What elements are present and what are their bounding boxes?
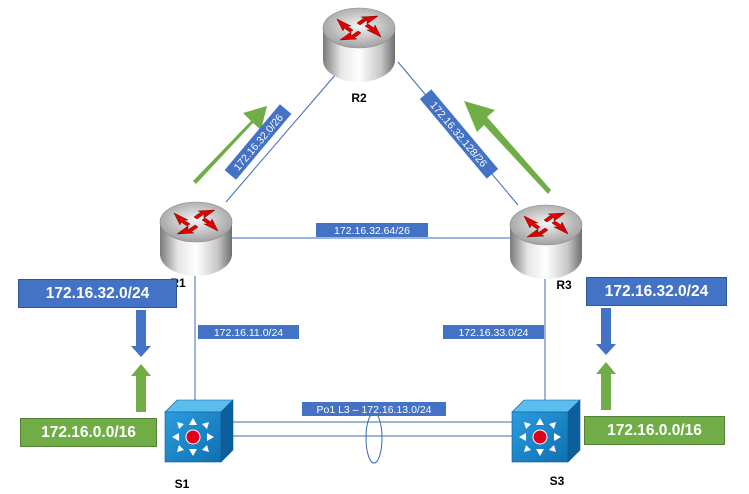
- arrow-down-right: [596, 308, 616, 355]
- router-r3-icon[interactable]: [509, 204, 583, 279]
- arrow-r1-to-r2: [193, 106, 267, 184]
- router-r2-label: R2: [351, 91, 367, 105]
- subnet-label-r3-s3: 172.16.33.0/24: [443, 325, 544, 339]
- subnet-text-r1-s1: 172.16.11.0/24: [214, 327, 283, 339]
- switch-s3-icon[interactable]: [511, 399, 581, 463]
- switch-s3-label: S3: [550, 474, 565, 488]
- router-r2-icon[interactable]: [322, 7, 396, 82]
- router-r3-label: R3: [556, 278, 572, 292]
- subnet-text-r1-r3: 172.16.32.64/26: [334, 225, 410, 237]
- subnet-label-r1-r3: 172.16.32.64/26: [316, 223, 428, 237]
- arrow-r3-to-r2: [464, 101, 551, 194]
- links: [194, 61, 546, 464]
- route-box-right-default: 172.16.0.0/16: [584, 416, 725, 445]
- route-box-left-default: 172.16.0.0/16: [20, 418, 157, 447]
- route-box-right-summary: 172.16.32.0/24: [586, 277, 727, 306]
- router-r1-icon[interactable]: [159, 201, 233, 276]
- subnet-label-r1-s1: 172.16.11.0/24: [198, 325, 299, 339]
- subnet-text-r3-s3: 172.16.33.0/24: [458, 327, 528, 339]
- port-channel-ellipse: [365, 412, 383, 464]
- subnet-label-r2-r3: 172.16.32.128/26: [419, 89, 499, 179]
- subnet-label-s1-s3: Po1 L3 – 172.16.13.0/24: [302, 402, 446, 416]
- arrow-up-right: [596, 362, 616, 410]
- switch-s1-icon[interactable]: [164, 399, 234, 463]
- link-r1-r2: [225, 73, 337, 203]
- switch-s1-label: S1: [175, 477, 190, 491]
- subnet-text-s1-s3: Po1 L3 – 172.16.13.0/24: [316, 404, 431, 416]
- arrow-up-left: [131, 364, 151, 412]
- route-box-left-summary: 172.16.32.0/24: [18, 279, 177, 308]
- arrow-down-left: [131, 310, 151, 357]
